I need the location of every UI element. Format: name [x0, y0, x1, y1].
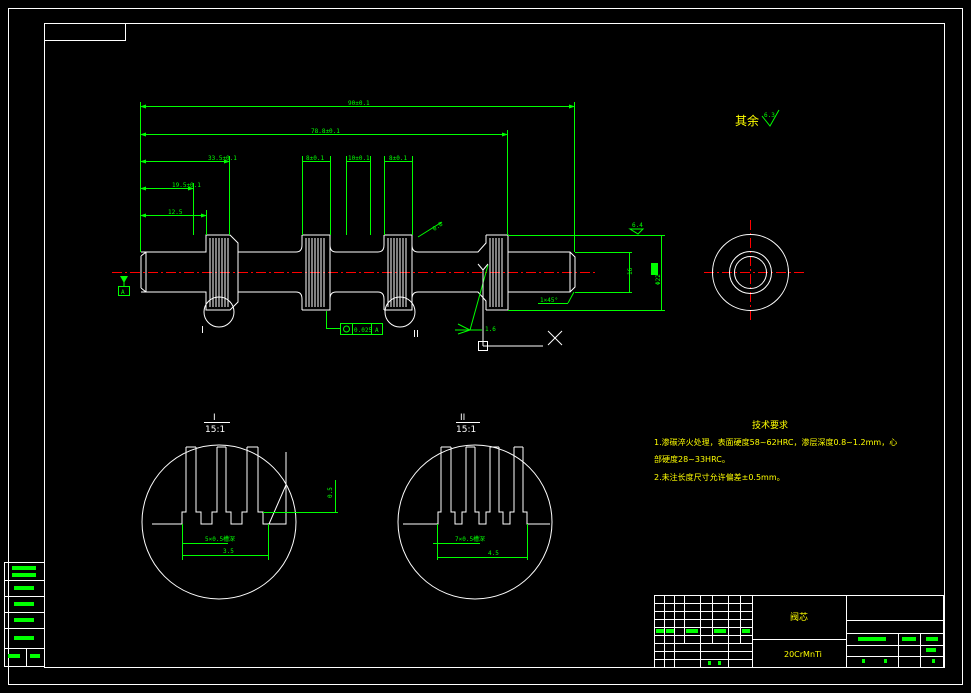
dim-dia-shaft: 16: [627, 267, 634, 275]
detail-circle-2: [384, 296, 416, 328]
detail-1-note: 5×0.5槽深: [205, 535, 235, 543]
dim-length-2: 78.8±0.1: [311, 128, 340, 135]
tolerance-value: 0.025: [354, 327, 372, 334]
end-view: [704, 220, 806, 322]
tech-title: 技术要求: [752, 419, 788, 431]
dim-groove-w2: 10±0.1: [348, 155, 370, 162]
tolerance-datum: A: [375, 327, 379, 334]
ucs-icon: [477, 263, 563, 351]
detail-1-width: 3.5: [223, 548, 234, 555]
detail-1-scale: 15:1: [205, 425, 225, 435]
dim-chamfer: 1×45°: [540, 297, 558, 304]
dim-length-3: 33.5±0.1: [208, 155, 237, 162]
drawing-frame: [8, 8, 963, 685]
dim-groove-w3: 8±0.1: [389, 155, 407, 162]
datum-a-label: A: [121, 289, 125, 296]
dim-length-4: 19.5±0.1: [172, 182, 201, 189]
dim-dia-right: Φ22: [655, 274, 662, 285]
detail-view-1: I 15:1 5×0.5槽深 3.5 0.5: [141, 413, 338, 600]
detail-marker-2: II: [413, 329, 419, 340]
title-part-name: 阀芯: [790, 611, 808, 623]
dim-roughness-right: 6.4: [632, 222, 643, 229]
dim-overall-length: 90±0.1: [348, 100, 370, 107]
detail-1-depth: 0.5: [327, 487, 334, 498]
detail-2-note: 7×0.5槽深: [455, 535, 485, 543]
dim-roughness-bottom: 1.6: [485, 326, 496, 333]
tech-requirements: 技术要求 1.渗碳淬火处理，表面硬度58~62HRC，渗层深度0.8~1.2mm…: [654, 419, 897, 482]
detail-2-scale: 15:1: [456, 425, 476, 435]
title-block: 阀芯 20CrMnTi: [654, 595, 944, 668]
dim-roughness-top: 0.8: [431, 221, 444, 233]
tech-line-2: 部硬度28~33HRC。: [654, 454, 730, 464]
side-strip-table: [4, 562, 45, 667]
tech-line-3: 2.未注长度尺寸允许偏差±0.5mm。: [654, 472, 785, 482]
roughness-note: 其余 6.3: [735, 109, 780, 128]
dim-length-5: 12.5: [168, 209, 183, 216]
detail-circle-1: [203, 296, 235, 328]
detail-2-width: 4.5: [488, 550, 499, 557]
title-material: 20CrMnTi: [784, 650, 822, 659]
land-grooves: [209, 238, 503, 307]
roughness-note-label: 其余: [735, 113, 759, 128]
tech-line-1: 1.渗碳淬火处理，表面硬度58~62HRC，渗层深度0.8~1.2mm，心: [654, 437, 897, 447]
detail-view-2: II 15:1 7×0.5槽深 4.5: [397, 413, 553, 600]
detail-2-label: II: [460, 413, 465, 423]
shaft-main-view: I II: [112, 234, 595, 340]
detail-1-label: I: [213, 413, 216, 423]
detail-marker-1: I: [201, 325, 204, 336]
roughness-note-value: 6.3: [764, 112, 775, 119]
dim-groove-w1: 8±0.1: [306, 155, 324, 162]
main-dimensions: 90±0.1 78.8±0.1 33.5±0.1 19.5±0.1 12.5 8…: [118, 100, 665, 335]
